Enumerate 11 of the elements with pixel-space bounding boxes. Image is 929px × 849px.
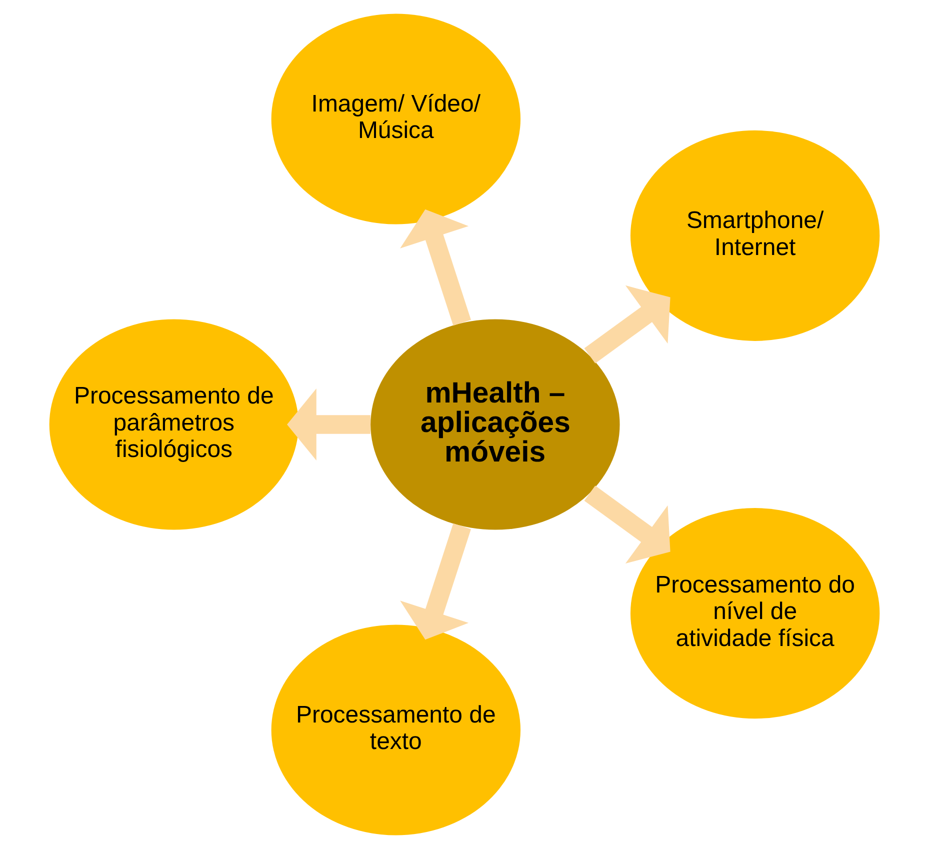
arrow	[584, 285, 670, 364]
node-ellipse: Processamento de parâmetros fisiológicos	[49, 319, 299, 530]
arrow	[584, 486, 670, 564]
node-ellipse: Processamento de texto	[271, 624, 520, 836]
node-ellipse: Imagem/ Vídeo/ Música	[271, 14, 520, 224]
arrow	[400, 523, 471, 640]
node-ellipse: mHealth – aplicações móveis	[370, 319, 620, 530]
arrow	[400, 209, 471, 326]
node-ellipse: Smartphone/ Internet	[630, 130, 880, 341]
node-ellipse: Processamento do nível de atividade física	[630, 508, 880, 719]
arrow	[287, 388, 370, 460]
